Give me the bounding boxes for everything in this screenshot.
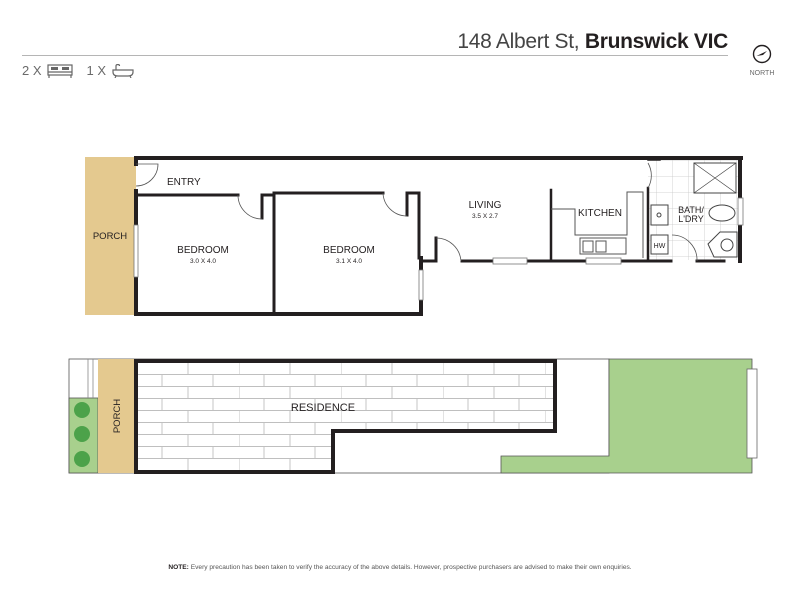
laundry-label: L'DRY [678, 214, 704, 224]
porch-label: PORCH [93, 231, 127, 242]
header-divider [22, 55, 728, 56]
bath-fixtures: HW [650, 162, 738, 258]
property-features: 2 X 1 X [22, 63, 143, 78]
site-porch-label: PORCH [112, 399, 123, 433]
shrub-icons [74, 402, 90, 467]
disclaimer-note: NOTE: Every precaution has been taken to… [0, 564, 800, 571]
kitchen-bench [551, 191, 644, 258]
north-arrow-icon [752, 44, 772, 64]
gate [746, 368, 758, 459]
bedroom1-label: BEDROOM [177, 245, 229, 256]
street-address: 148 Albert St, [457, 30, 580, 53]
bedroom-count: 2 X [22, 63, 73, 78]
bath-label: BATH/ [678, 205, 704, 215]
site-plan: PORCH RESIDENCE [68, 358, 758, 474]
entry-label: ENTRY [167, 177, 201, 188]
residence-label: RESIDENCE [291, 402, 355, 414]
suburb: Brunswick VIC [584, 30, 728, 53]
bedroom-count-label: 2 X [22, 63, 42, 78]
note-text: Every precaution has been taken to verif… [188, 564, 632, 571]
kitchen-label: KITCHEN [578, 208, 622, 219]
note-label: NOTE: [168, 564, 189, 571]
porch-area: PORCH [85, 157, 136, 315]
bathroom-count: 1 X [87, 63, 136, 78]
door-swings [135, 162, 698, 262]
room-labels: ENTRY BEDROOM 3.0 X 4.0 BEDROOM 3.1 X 4.… [167, 177, 704, 265]
living-dims: 3.5 X 2.7 [472, 213, 498, 220]
compass: NORTH [746, 44, 778, 77]
bathroom-count-label: 1 X [86, 63, 107, 78]
bedroom2-label: BEDROOM [323, 245, 375, 256]
bed-icon [46, 63, 73, 78]
walls [134, 156, 743, 316]
living-label: LIVING [469, 200, 502, 211]
hw-label: HW [654, 243, 666, 250]
lawn-area [500, 358, 753, 474]
bedroom1-dims: 3.0 X 4.0 [190, 258, 216, 265]
property-address: 148 Albert St, Brunswick VIC [457, 30, 728, 54]
windows [133, 197, 744, 301]
bath-icon [112, 63, 134, 78]
compass-label: NORTH [749, 70, 775, 77]
bedroom2-dims: 3.1 X 4.0 [336, 258, 362, 265]
